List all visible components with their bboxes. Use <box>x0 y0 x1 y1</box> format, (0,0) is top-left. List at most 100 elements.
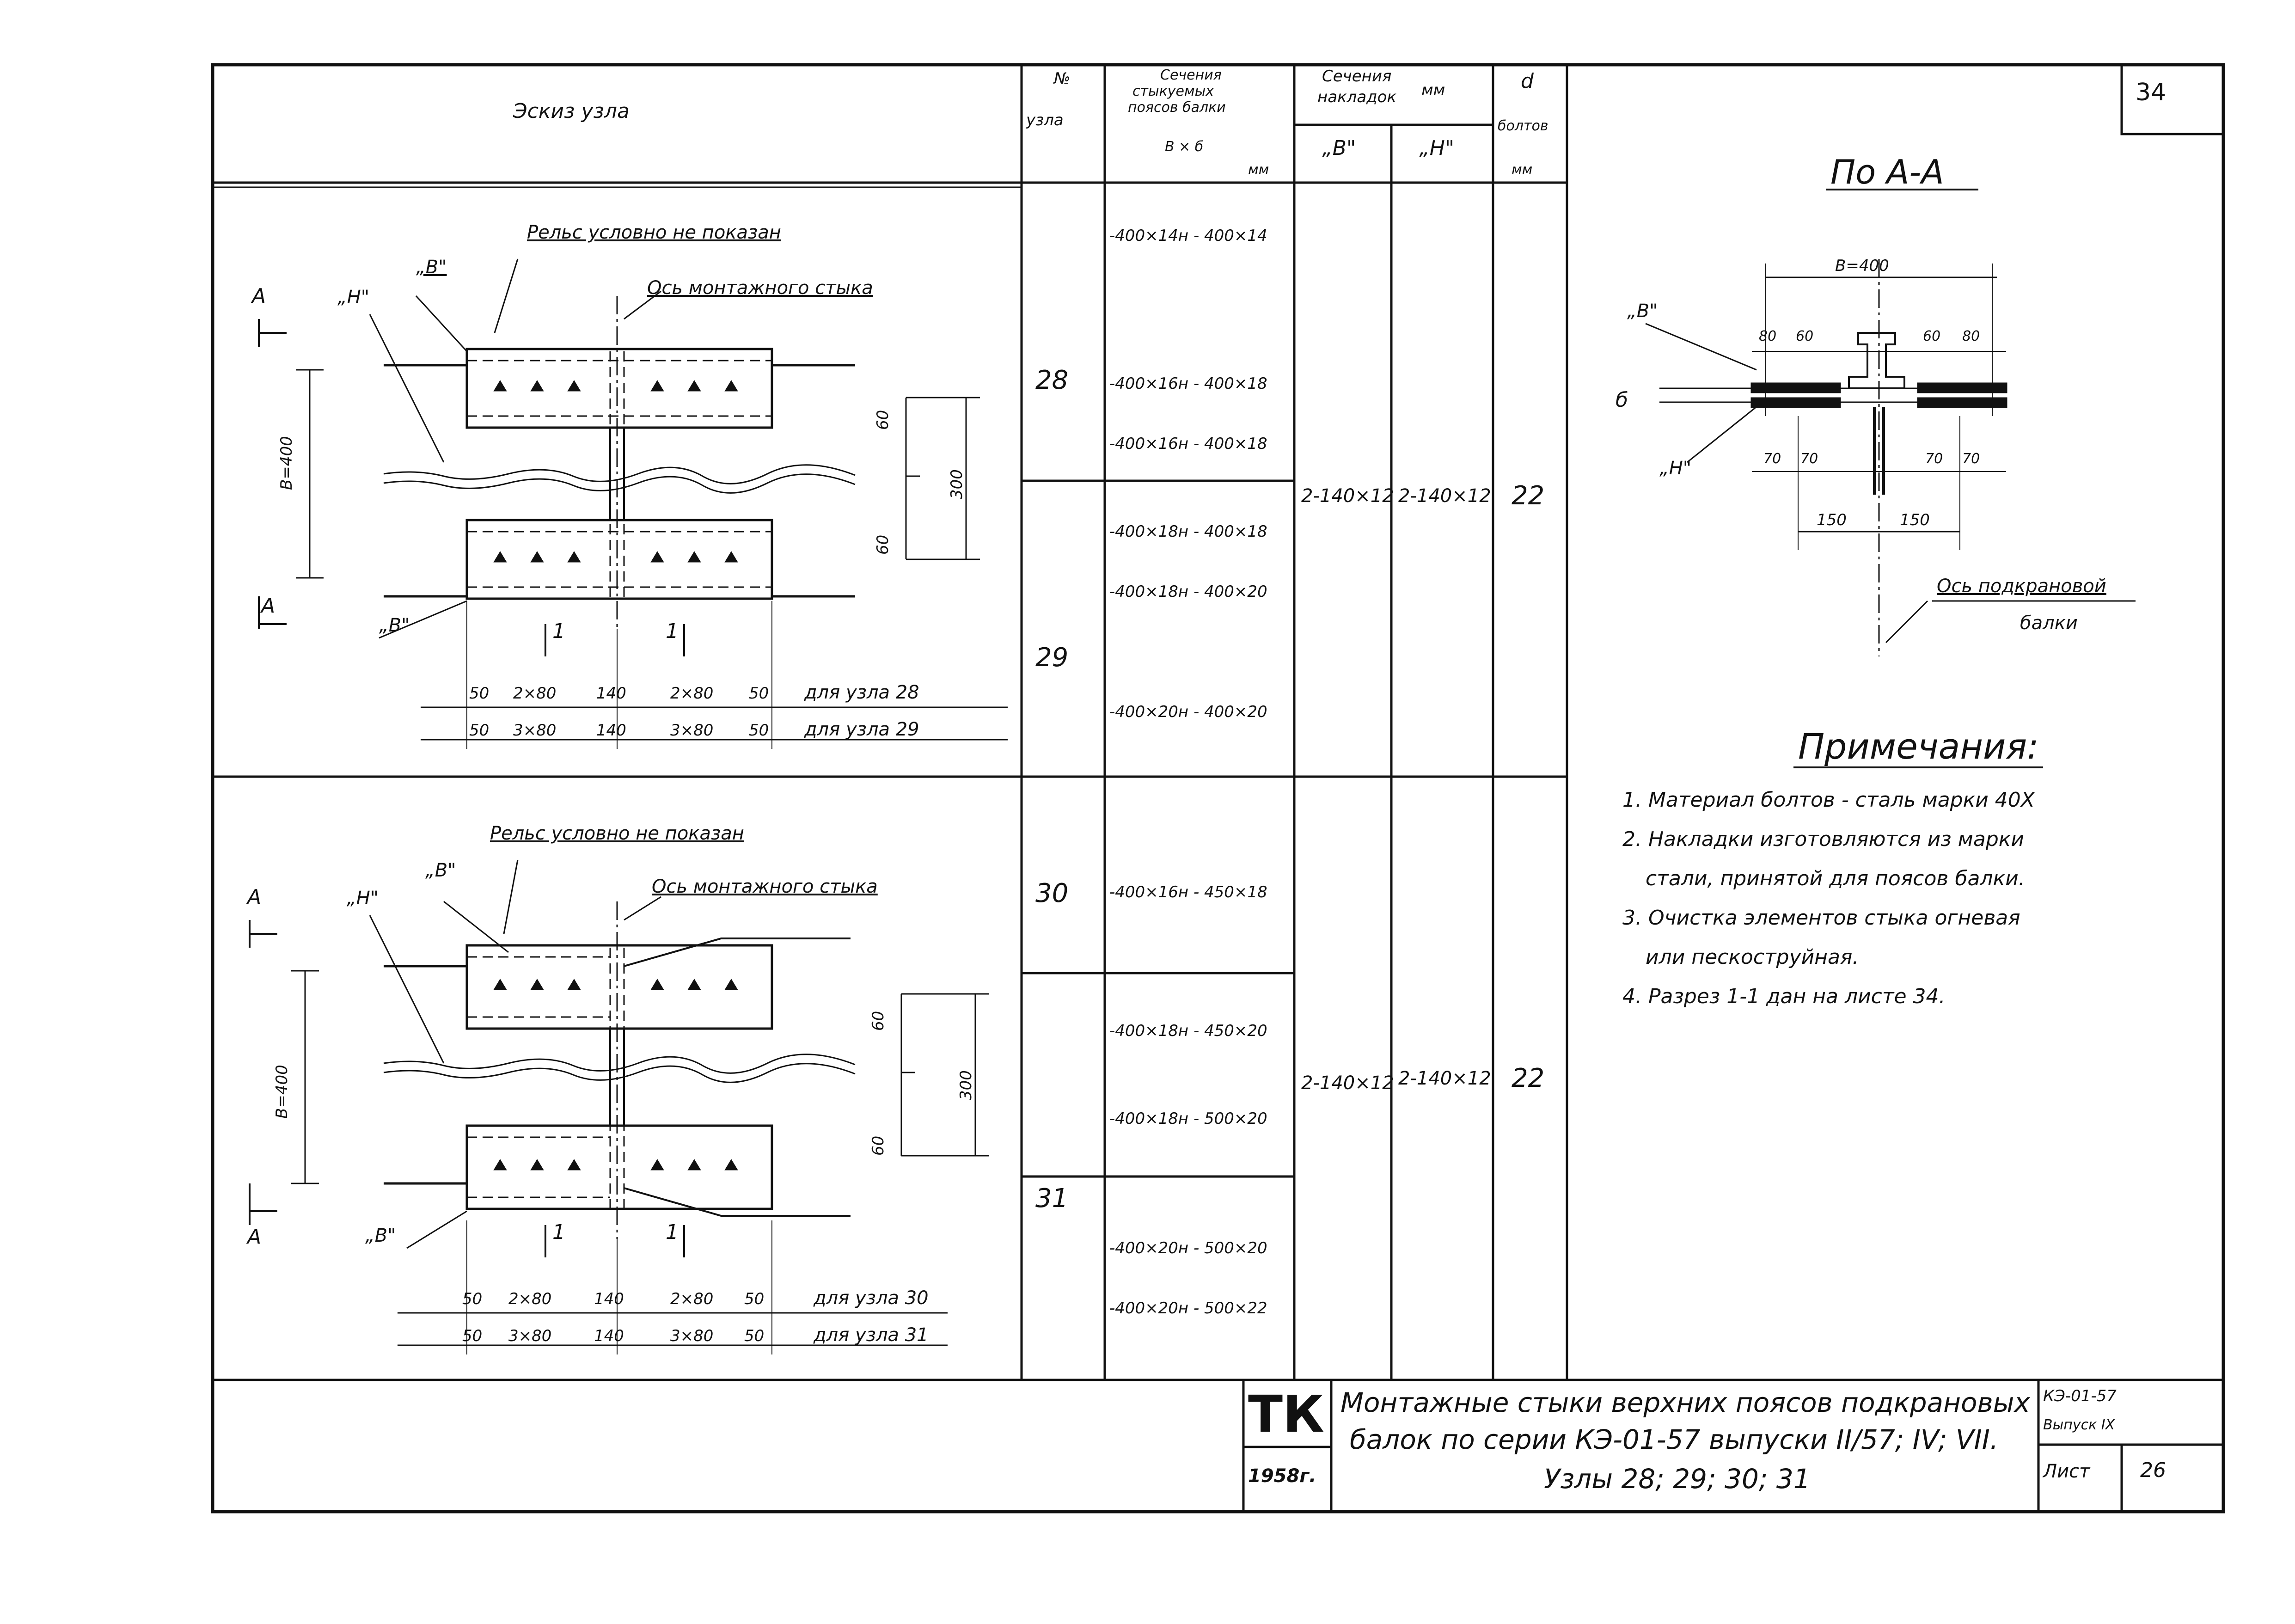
node-31: 31 <box>1035 1183 1069 1213</box>
sketch2-label-v-bottom: „В" <box>365 1225 396 1246</box>
sketch2-label-v: „В" <box>425 860 456 881</box>
s1-r29-label: для узла 29 <box>804 719 919 740</box>
note-2: 2. Накладки изготовляются из марки <box>1622 827 2024 851</box>
header-plates-1: Сечения <box>1322 67 1392 86</box>
notes-title: Примечания: <box>1798 726 2039 767</box>
s1-r29-3: 3×80 <box>670 721 714 740</box>
s2-r31-label: для узла 31 <box>814 1324 929 1346</box>
section-aa-label-v: „В" <box>1627 300 1658 322</box>
sketch2-label-a-top: А <box>247 885 262 909</box>
section-aa-label-b: б <box>1616 388 1628 412</box>
header-node-label: узла <box>1026 111 1064 129</box>
s2-r31-4: 50 <box>744 1327 765 1345</box>
plate-top-group2: 2-140×12 <box>1301 1072 1394 1094</box>
header-plate-top: „В" <box>1322 136 1356 160</box>
section-31-1: -400×18н - 450×20 <box>1109 1022 1267 1040</box>
section-29-2: -400×18н - 400×20 <box>1109 582 1267 601</box>
sketch1-dim-60a: 60 <box>874 410 892 430</box>
note-3-cont: или пескоструйная. <box>1646 945 1859 969</box>
s2-r31-2: 140 <box>594 1327 624 1345</box>
sketch1-geometry <box>258 258 1008 749</box>
header-sections-3: поясов балки <box>1128 99 1226 116</box>
sketch2-bolts <box>493 979 738 1171</box>
sheet-number: 34 <box>2136 79 2166 106</box>
header-plates-2: накладок <box>1317 88 1397 106</box>
aa-bottom-dim-1: 70 <box>1800 451 1818 467</box>
aa-bottom-dim-3: 70 <box>1962 451 1980 467</box>
header-bolt-label: болтов <box>1498 118 1548 134</box>
note-3: 3. Очистка элементов стыка огневая <box>1622 906 2020 930</box>
sketch2-label-a-bottom: А <box>247 1225 262 1249</box>
plate-bottom-group1: 2-140×12 <box>1398 485 1491 507</box>
sketch2-dim-60b: 60 <box>869 1135 887 1156</box>
section-31-4: -400×20н - 500×22 <box>1109 1299 1267 1318</box>
s2-r30-4: 50 <box>744 1290 765 1308</box>
s2-r31-1: 3×80 <box>508 1327 552 1345</box>
node-29: 29 <box>1035 643 1069 673</box>
title-org: ТК <box>1248 1385 1324 1444</box>
bolt-group2: 22 <box>1512 1063 1545 1093</box>
s1-r29-4: 50 <box>749 721 769 740</box>
title-issue: Выпуск IX <box>2043 1417 2115 1433</box>
header-bolt-d: d <box>1521 69 1534 93</box>
sketch2-axis-note: Ось монтажного стыка <box>652 876 878 897</box>
s2-r30-0: 50 <box>462 1290 483 1308</box>
header-sections-1: Сечения <box>1160 67 1222 83</box>
aa-bottom-dim-2: 70 <box>1925 451 1943 467</box>
s2-r30-1: 2×80 <box>508 1290 552 1308</box>
sketch1-axis-note: Ось монтажного стыка <box>647 277 873 299</box>
section-28-3: -400×16н - 400×18 <box>1109 435 1267 453</box>
aa-top-dim-1: 60 <box>1796 328 1814 344</box>
section-31-2: -400×18н - 500×20 <box>1109 1109 1267 1128</box>
s1-r28-label: для узла 28 <box>804 682 919 703</box>
title-line-1: Монтажные стыки верхних поясов подкранов… <box>1340 1387 2030 1418</box>
sheet-frame <box>211 63 2225 1514</box>
plate-bottom-group2: 2-140×12 <box>1398 1068 1491 1089</box>
title-year: 1958г. <box>1248 1465 1316 1487</box>
s2-r30-label: для узла 30 <box>814 1287 929 1309</box>
sketch1-label-n: „Н" <box>337 287 370 308</box>
section-28-1: -400×14н - 400×14 <box>1109 227 1267 245</box>
aa-axis-note-1: Ось подкрановой <box>1937 576 2106 597</box>
note-4: 4. Разрез 1-1 дан на листе 34. <box>1622 985 1946 1008</box>
section-30-1: -400×16н - 450×18 <box>1109 883 1267 901</box>
header-sections-5: мм <box>1248 162 1269 178</box>
section-aa-title: По А-А <box>1830 153 1944 191</box>
header-sections-4: В × б <box>1165 139 1204 155</box>
sketch2-label-n: „Н" <box>347 888 379 909</box>
section-aa-geometry <box>1645 189 2136 768</box>
sketch1-dim-300: 300 <box>948 469 966 499</box>
note-2-cont: стали, принятой для поясов балки. <box>1646 867 2025 890</box>
sketch2-width: В=400 <box>273 1065 291 1119</box>
plate-top-group1: 2-140×12 <box>1301 485 1394 507</box>
s1-r28-0: 50 <box>469 684 490 703</box>
s1-r28-4: 50 <box>749 684 769 703</box>
sketch1-dim-60b: 60 <box>874 534 892 555</box>
sketch1-section-mark-right: 1 <box>666 619 679 643</box>
bolt-group1: 22 <box>1512 481 1545 511</box>
sketch2-rail-note: Рельс условно не показан <box>490 823 744 844</box>
s1-r28-2: 140 <box>596 684 626 703</box>
aa-top-dim-2: 60 <box>1923 328 1941 344</box>
section-29-3: -400×20н - 400×20 <box>1109 703 1267 721</box>
aa-dim-150-left: 150 <box>1817 511 1847 529</box>
sketch1-label-a-top: А <box>252 284 266 308</box>
s2-r30-2: 140 <box>594 1290 624 1308</box>
aa-axis-note-2: балки <box>2020 613 2078 634</box>
aa-top-dim-3: 80 <box>1962 328 1980 344</box>
aa-top-dim-0: 80 <box>1759 328 1777 344</box>
sketch2-section-mark-right: 1 <box>666 1220 679 1244</box>
header-sketch: Эскиз узла <box>513 99 630 123</box>
s1-r28-1: 2×80 <box>513 684 557 703</box>
s2-r31-3: 3×80 <box>670 1327 714 1345</box>
sketch1-rail-note: Рельс условно не показан <box>527 222 781 243</box>
section-aa-label-n: „Н" <box>1659 458 1692 479</box>
section-29-1: -400×18н - 400×18 <box>1109 522 1267 541</box>
sketch1-width: В=400 <box>277 436 296 490</box>
sketch2-dim-60a: 60 <box>869 1011 887 1031</box>
sketch1-label-v: „В" <box>416 257 447 278</box>
title-line-3: Узлы 28; 29; 30; 31 <box>1544 1463 1811 1495</box>
title-line-2: балок по серии КЭ-01-57 выпуски II/57; I… <box>1350 1424 1999 1455</box>
aa-dim-150-right: 150 <box>1900 511 1930 529</box>
